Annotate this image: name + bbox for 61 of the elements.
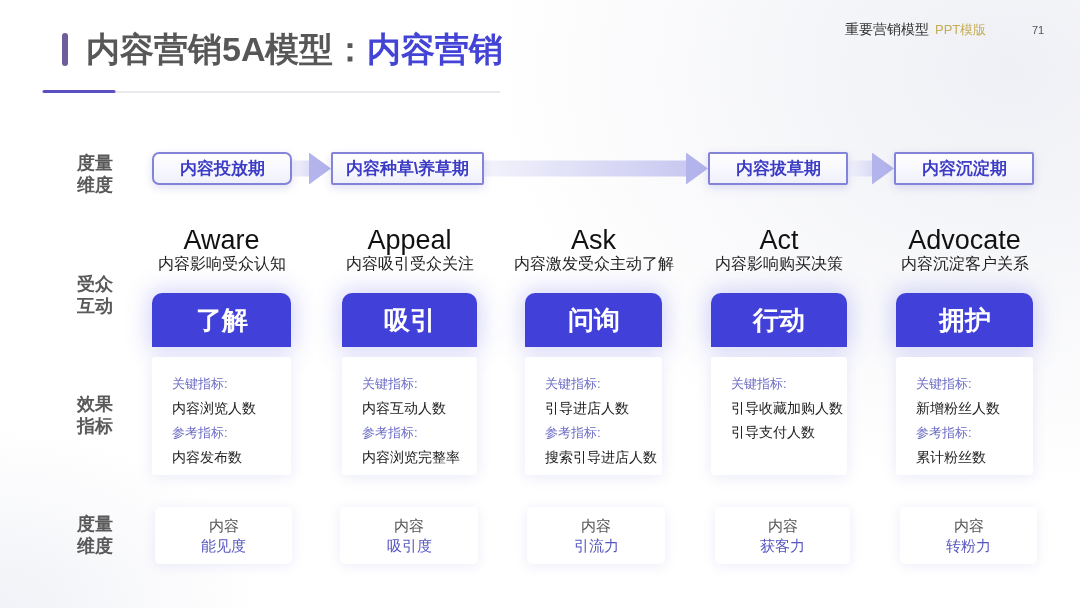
- stage-subtitle: 内容沉淀客户关系: [900, 254, 1029, 274]
- stage-subtitle: 内容影响受众认知: [157, 254, 286, 274]
- metric-heading: 参考指标:: [545, 424, 601, 442]
- stage-box: 了解: [152, 293, 291, 347]
- metric-heading: 参考指标:: [916, 424, 972, 442]
- stage-heading: Advocate: [908, 225, 1021, 255]
- phase-box: 内容种草\养草期: [331, 152, 484, 185]
- stage-subtitle: 内容吸引受众关注: [345, 255, 474, 274]
- metric-item: 内容发布数: [172, 448, 242, 467]
- metric-item: 内容互动人数: [362, 399, 446, 418]
- arrow: [848, 152, 894, 185]
- template-tag: PPT模版: [935, 21, 987, 39]
- page-number: 71: [1032, 23, 1045, 38]
- metric-item: 累计粉丝数: [916, 448, 986, 467]
- metric-item: 搜索引导进店人数: [545, 448, 657, 467]
- card-label: 内容: [208, 516, 239, 536]
- row-label: 受众互动: [77, 273, 114, 317]
- metric-item: 新增粉丝人数: [916, 399, 1000, 418]
- metric-heading: 关键指标:: [545, 375, 601, 393]
- metric-heading: 关键指标:: [731, 375, 787, 393]
- dimension-label: 获客力: [760, 536, 805, 556]
- metric-card: [896, 357, 1033, 475]
- dimension-label: 引流力: [573, 536, 619, 556]
- card-label: 内容: [581, 516, 611, 536]
- metric-item: 引导支付人数: [731, 424, 815, 442]
- stage-subtitle: 内容激发受众主动了解: [513, 254, 674, 274]
- metric-item: 引导收藏加购人数: [731, 399, 843, 418]
- stage-heading: Ask: [571, 225, 616, 255]
- metric-heading: 关键指标:: [172, 375, 228, 393]
- metric-heading: 关键指标:: [362, 375, 418, 393]
- stage-box: 吸引: [342, 293, 477, 347]
- card-label: 内容: [767, 516, 798, 536]
- phase-box: 内容投放期: [152, 152, 292, 185]
- stage-subtitle: 内容影响购买决策: [715, 254, 843, 274]
- card-label: 内容: [394, 516, 424, 536]
- stage-box: 行动: [711, 293, 847, 347]
- phase-box: 内容拔草期: [708, 152, 848, 185]
- title: 内容营销5A模型：内容营销: [86, 29, 504, 70]
- dimension-label: 转粉力: [946, 536, 991, 556]
- metric-heading: 参考指标:: [362, 424, 418, 442]
- stage-box: 问询: [525, 293, 662, 347]
- metric-item: 内容浏览完整率: [362, 448, 460, 467]
- row-label: 效果指标: [77, 393, 114, 437]
- dimension-label: 能见度: [201, 536, 246, 556]
- row-label: 度量维度: [77, 513, 114, 557]
- dimension-label: 吸引度: [386, 536, 432, 556]
- card-label: 内容: [953, 516, 984, 536]
- metric-item: 引导进店人数: [545, 399, 629, 418]
- header-text: 重要营销模型: [845, 21, 929, 39]
- stage-heading: Appeal: [367, 225, 452, 255]
- stage-box: 拥护: [896, 293, 1033, 347]
- phase-box: 内容沉淀期: [894, 152, 1034, 185]
- stage-heading: Aware: [183, 225, 260, 255]
- metric-card: [711, 357, 847, 475]
- metric-heading: 关键指标:: [916, 375, 972, 393]
- arrow: [292, 152, 331, 185]
- stage-heading: Act: [759, 225, 799, 255]
- metric-item: 内容浏览人数: [172, 399, 256, 418]
- arrow: [484, 152, 708, 185]
- row-label: 度量维度: [77, 152, 114, 196]
- metric-heading: 参考指标:: [172, 424, 228, 442]
